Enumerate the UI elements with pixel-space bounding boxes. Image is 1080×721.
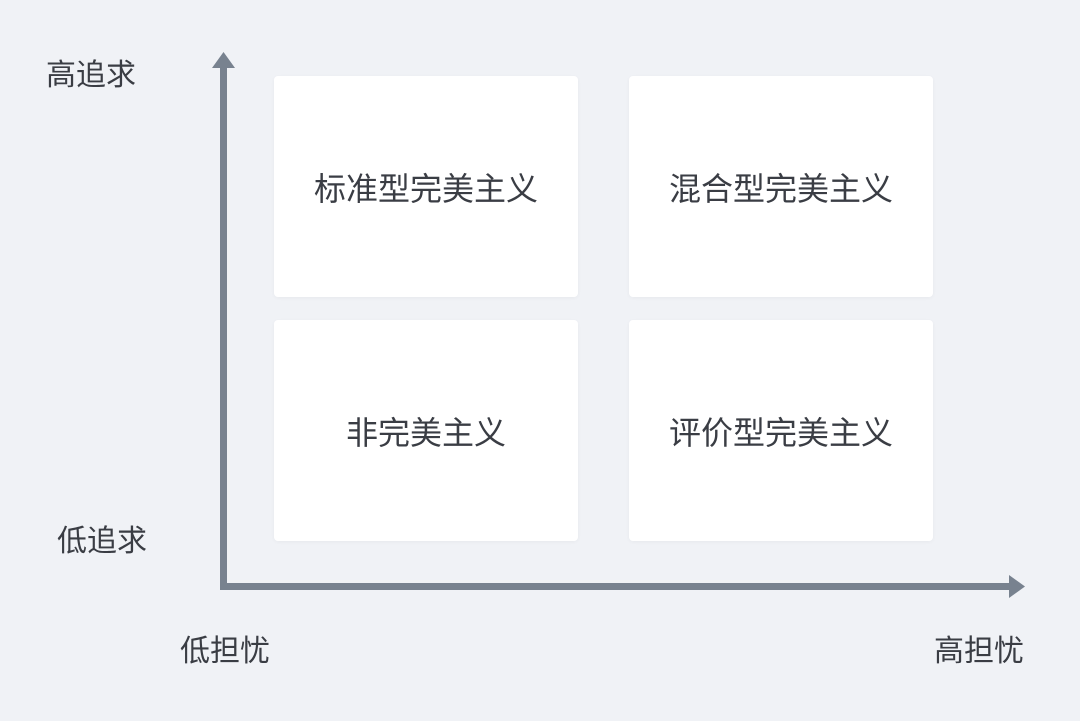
quadrant-bottom-left: 非完美主义: [274, 320, 578, 541]
y-axis-arrow-icon: [212, 52, 235, 68]
x-axis-high-label: 高担忧: [934, 634, 1024, 669]
quadrant-top-right: 混合型完美主义: [629, 76, 933, 297]
y-axis-low-label: 低追求: [57, 524, 147, 559]
x-axis-low-label: 低担忧: [180, 634, 270, 669]
quadrant-label: 评价型完美主义: [668, 413, 893, 452]
quadrant-label: 非完美主义: [345, 413, 506, 452]
x-axis-arrow-icon: [1009, 575, 1025, 598]
y-axis-high-label: 高追求: [46, 58, 136, 93]
quadrant-bottom-right: 评价型完美主义: [629, 320, 933, 541]
quadrant-label: 标准型完美主义: [313, 169, 538, 208]
quadrant-top-left: 标准型完美主义: [274, 76, 578, 297]
quadrant-label: 混合型完美主义: [668, 169, 893, 208]
